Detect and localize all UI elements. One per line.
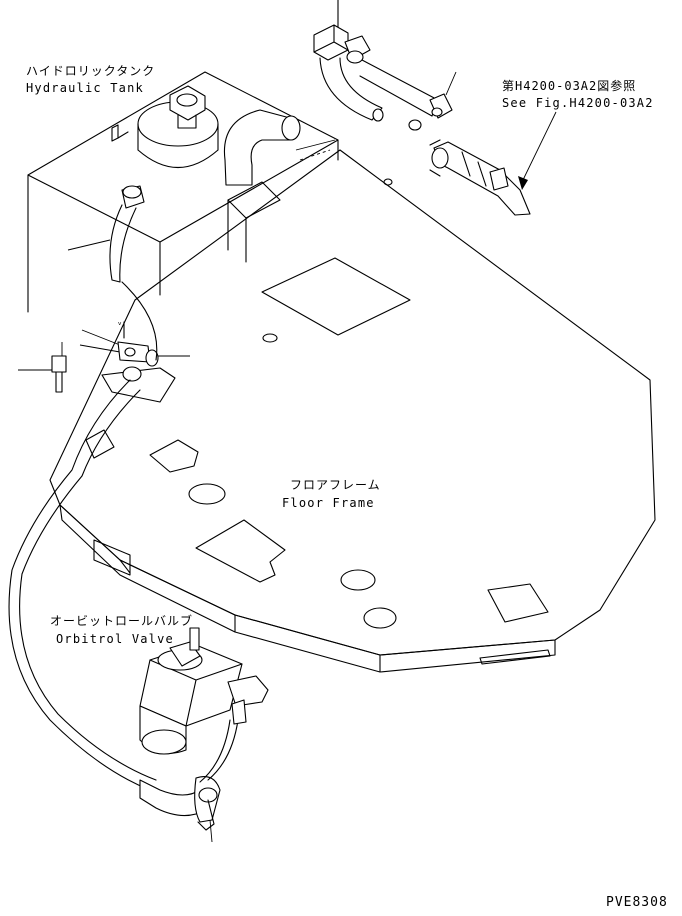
floor-opening-rear	[261, 257, 411, 336]
orbitrol-hose	[8, 281, 239, 843]
tank-hose	[67, 185, 145, 283]
floor-frame-label-jp: フロアフレーム	[290, 478, 381, 492]
hydraulic-tank	[27, 71, 339, 313]
floor-frame	[49, 149, 656, 673]
orbitrol-valve-label-jp: オービットロールバルブ	[50, 614, 194, 628]
floor-hole	[340, 569, 376, 591]
see-fig-label-jp: 第H4200-03A2図参照	[502, 79, 637, 93]
floor-hole	[262, 333, 278, 343]
orbitrol-valve-label-en: Orbitrol Valve	[56, 632, 174, 646]
floor-hole	[383, 178, 393, 186]
floor-opening-right	[487, 583, 549, 623]
floor-opening-left	[149, 439, 199, 473]
floor-hole	[363, 607, 397, 629]
hydraulic-tank-label-en: Hydraulic Tank	[26, 81, 144, 95]
see-fig-label-en: See Fig.H4200-03A2	[502, 96, 654, 110]
floor-frame-label-en: Floor Frame	[282, 496, 375, 510]
floor-opening-center	[195, 519, 286, 583]
orbitrol-valve	[139, 627, 269, 755]
reference-arrow	[518, 111, 557, 190]
clamp-assembly: ᵛ	[18, 321, 190, 393]
floor-hole	[188, 483, 226, 505]
svg-text:ᵛ: ᵛ	[118, 321, 122, 331]
hydraulic-tank-label-jp: ハイドロリックタンク	[26, 64, 156, 78]
drawing-code: PVE8308	[606, 895, 668, 910]
upper-pipe-assembly	[313, 0, 531, 216]
bracket-plate	[101, 367, 176, 403]
